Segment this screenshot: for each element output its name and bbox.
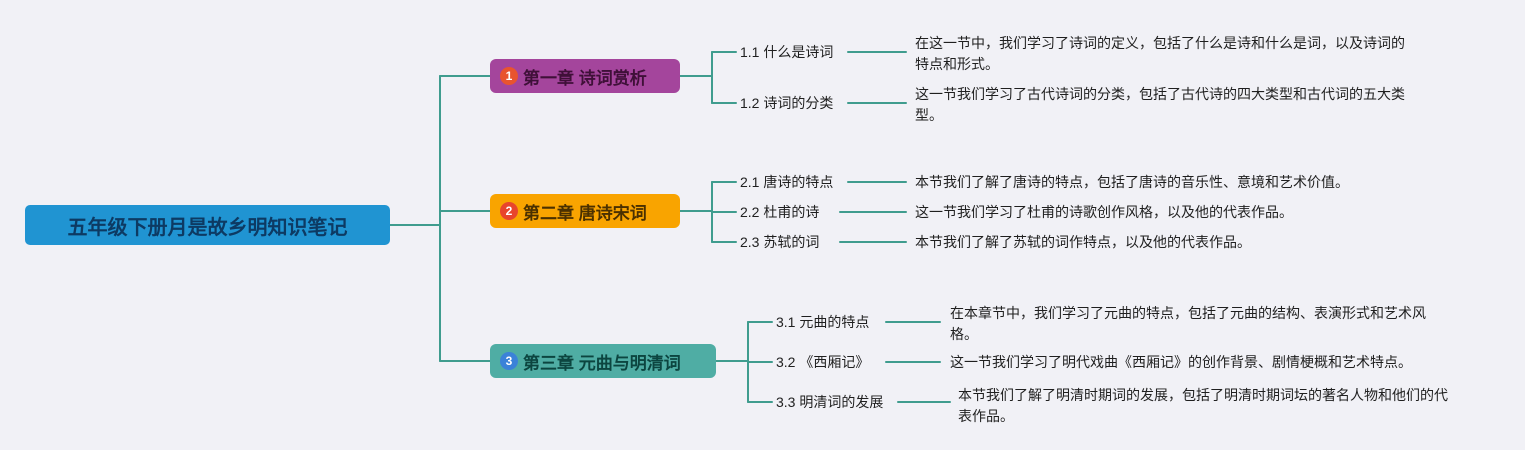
- subtopic-2-1[interactable]: 2.1 唐诗的特点: [740, 174, 834, 190]
- subtopic-3-2[interactable]: 3.2 《西厢记》: [776, 354, 870, 370]
- subtopic-1-1[interactable]: 1.1 什么是诗词: [740, 44, 834, 60]
- subtopic-3-2-note[interactable]: 这一节我们学习了明代戏曲《西厢记》的创作背景、剧情梗概和艺术特点。: [950, 354, 1412, 370]
- chapter-1-label: 第一章 诗词赏析: [523, 68, 647, 88]
- subtopic-1-1-note[interactable]: 在这一节中，我们学习了诗词的定义，包括了什么是诗和什么是词，以及诗词的特点和形式…: [915, 35, 1405, 72]
- subtopic-2-2-note[interactable]: 这一节我们学习了杜甫的诗歌创作风格，以及他的代表作品。: [915, 204, 1293, 220]
- root-topic[interactable]: 五年级下册月是故乡明知识笔记: [25, 205, 390, 245]
- subtopic-2-2[interactable]: 2.2 杜甫的诗: [740, 204, 820, 220]
- subtopic-3-3-note[interactable]: 本节我们了解了明清时期词的发展，包括了明清时期词坛的著名人物和他们的代表作品。: [958, 387, 1448, 424]
- priority-3-badge-icon: 3: [500, 352, 518, 370]
- priority-1-badge-icon: 1: [500, 67, 518, 85]
- subtopic-2-3-note[interactable]: 本节我们了解了苏轼的词作特点，以及他的代表作品。: [915, 234, 1251, 250]
- subtopic-2-3[interactable]: 2.3 苏轼的词: [740, 234, 820, 250]
- subtopic-3-3[interactable]: 3.3 明清词的发展: [776, 394, 884, 410]
- root-topic-label: 五年级下册月是故乡明知识笔记: [67, 216, 348, 239]
- subtopic-1-2[interactable]: 1.2 诗词的分类: [740, 95, 834, 111]
- chapter-1-topic[interactable]: 1 第一章 诗词赏析: [490, 59, 680, 93]
- subtopic-2-1-note[interactable]: 本节我们了解了唐诗的特点，包括了唐诗的音乐性、意境和艺术价值。: [915, 174, 1349, 190]
- priority-2-badge-icon: 2: [500, 202, 518, 220]
- subtopic-1-2-note[interactable]: 这一节我们学习了古代诗词的分类，包括了古代诗的四大类型和古代词的五大类型。: [915, 86, 1405, 123]
- chapter-2-label: 第二章 唐诗宋词: [523, 203, 647, 223]
- chapter-2-topic[interactable]: 2 第二章 唐诗宋词: [490, 194, 680, 228]
- chapter-3-topic[interactable]: 3 第三章 元曲与明清词: [490, 344, 716, 378]
- chapter-3-label: 第三章 元曲与明清词: [523, 353, 681, 373]
- subtopic-3-1-note[interactable]: 在本章节中，我们学习了元曲的特点，包括了元曲的结构、表演形式和艺术风格。: [950, 305, 1426, 342]
- subtopic-3-1[interactable]: 3.1 元曲的特点: [776, 314, 870, 330]
